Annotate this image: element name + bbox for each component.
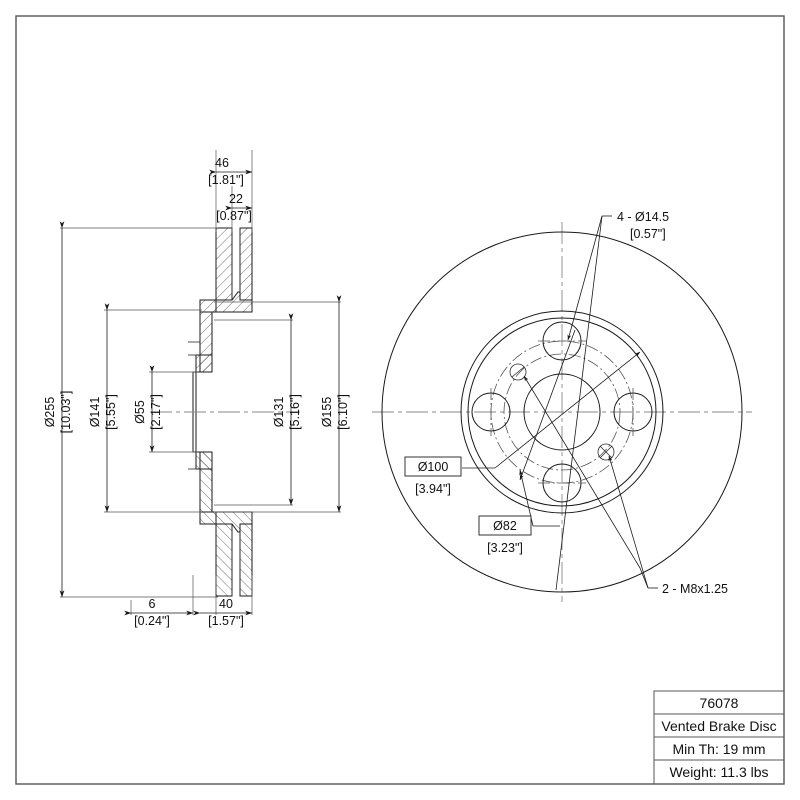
dimension-hat-outer-diameter: Ø141 [5.55"]: [88, 303, 118, 513]
dim-label-255-inch: [10.03"]: [59, 391, 73, 434]
dim-label-131-inch: [5.16"]: [288, 394, 302, 430]
dimension-hat-height: 40 [1.57"]: [193, 597, 253, 628]
dimension-center-bore: Ø55 [2.17"]: [133, 365, 163, 453]
dim-label-22-mm: 22: [229, 192, 243, 206]
dim-label-40-mm: 40: [219, 597, 233, 611]
hat-bore-step-upper: [195, 354, 213, 373]
pilot-reference-circle: [503, 353, 621, 471]
title-block-min-thickness: Min Th: 19 mm: [672, 741, 765, 757]
callout-bolt-circle-mm: Ø100: [418, 460, 449, 474]
dimension-disc-thickness: 22 [0.87"]: [216, 192, 253, 223]
hat-web-upper: [199, 299, 217, 313]
dimension-friction-inner-diameter: Ø155 [6.10"]: [320, 295, 350, 513]
dim-label-6-inch: [0.24"]: [134, 614, 170, 628]
callout-lug-line1: 4 - Ø14.5: [617, 210, 669, 224]
dim-label-46-mm: 46: [215, 156, 229, 170]
cross-section-view: Ø255 [10.03"] Ø141 [5.55"] Ø55 [2.17"] Ø…: [43, 150, 350, 628]
dimension-inner-pad-diameter: Ø131 [5.16"]: [272, 313, 302, 506]
dim-label-131-mm: Ø131: [272, 397, 286, 428]
callout-lug-line2: [0.57"]: [630, 227, 666, 241]
dim-label-40-inch: [1.57"]: [208, 614, 244, 628]
threaded-hole-upper-left: [509, 363, 527, 381]
callout-threaded-holes: 2 - M8x1.25: [523, 375, 728, 596]
dim-label-255-mm: Ø255: [43, 397, 57, 428]
friction-plate-inboard-lower: [239, 523, 253, 597]
callout-lug-holes: 4 - Ø14.5 [0.57"]: [519, 210, 669, 591]
dim-label-155-inch: [6.10"]: [336, 394, 350, 430]
dim-label-6-mm: 6: [149, 597, 156, 611]
section-lower: [188, 412, 253, 597]
dim-label-22-inch: [0.87"]: [216, 209, 252, 223]
title-block-description: Vented Brake Disc: [661, 718, 776, 734]
friction-plate-outboard-upper: [215, 227, 233, 301]
hat-bore-step-lower: [195, 451, 213, 470]
callout-bolt-circle-inch: [3.94"]: [415, 482, 451, 496]
title-block-part-number: 76078: [700, 695, 739, 711]
dim-label-141-inch: [5.55"]: [104, 394, 118, 430]
section-extension-lines: [60, 150, 341, 615]
threaded-hole-lower-right: [597, 443, 615, 461]
face-view: 4 - Ø14.5 [0.57"] Ø100 [3.94"] Ø82 [3.23…: [372, 210, 752, 602]
rotor-outer-circle: [381, 231, 743, 593]
callout-bolt-circle: Ø100 [3.94"]: [404, 351, 641, 496]
friction-ring-inner: [467, 317, 657, 507]
dim-label-46-inch: [1.81"]: [208, 173, 244, 187]
lug-holes: [471, 321, 653, 503]
callout-pilot-mm: Ø82: [493, 519, 517, 533]
dim-label-55-inch: [2.17"]: [149, 394, 163, 430]
section-upper: [188, 227, 253, 412]
callout-pilot-diameter: Ø82 [3.23"]: [478, 469, 560, 555]
dim-label-141-mm: Ø141: [88, 397, 102, 428]
friction-plate-inboard-upper: [239, 227, 253, 301]
title-block: 76078 Vented Brake Disc Min Th: 19 mm We…: [653, 690, 785, 785]
hat-web-lower: [199, 511, 217, 525]
callout-pilot-inch: [3.23"]: [487, 541, 523, 555]
hub-bore-circle: [523, 373, 601, 451]
callout-threaded-label: 2 - M8x1.25: [662, 582, 728, 596]
friction-plate-outboard-lower: [215, 523, 233, 597]
dim-label-155-mm: Ø155: [320, 397, 334, 428]
dimension-overall-thickness: 46 [1.81"]: [208, 156, 253, 187]
title-block-weight: Weight: 11.3 lbs: [669, 764, 768, 780]
dim-label-55-mm: Ø55: [133, 400, 147, 424]
dimension-overall-diameter: Ø255 [10.03"]: [43, 221, 73, 598]
callout-box-82: [478, 515, 532, 536]
sheet-border: [15, 15, 785, 785]
callout-box-100: [404, 456, 462, 477]
dimension-hat-wall: 6 [0.24"]: [124, 597, 194, 628]
friction-ring-outer: [460, 310, 664, 514]
